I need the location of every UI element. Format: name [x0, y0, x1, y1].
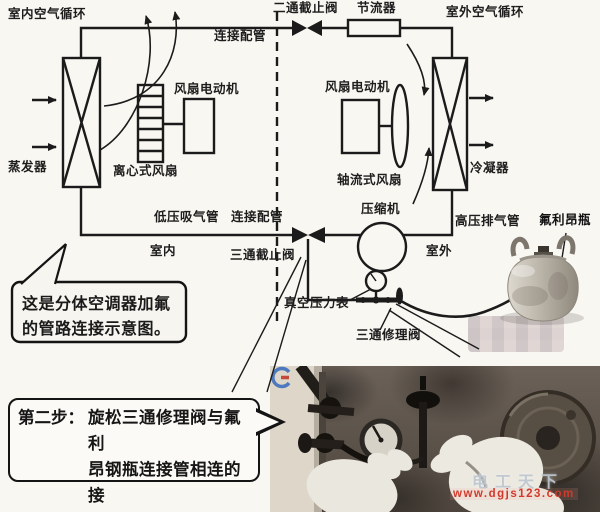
watermark-name: 电工天下: [472, 474, 565, 491]
step-line-2: 昂钢瓶连接管相连的接: [88, 461, 241, 505]
step-prefix: 第二步：: [18, 409, 84, 427]
vacuum-gauge-symbol: [364, 269, 388, 293]
three-way-stop-valve-symbol: [292, 227, 325, 243]
watermark-logo-icon: [271, 366, 291, 389]
manifold-fittings: [360, 287, 403, 305]
label-three-way-repair-valve: 三通修理阀: [356, 328, 422, 342]
label-low-pressure-pipe: 低压吸气管: [154, 210, 220, 224]
label-vacuum-pressure-gauge: 真空压力表: [284, 296, 350, 310]
label-indoor-air-circulation: 室内空气循环: [8, 7, 87, 21]
photo-shapes: [270, 366, 596, 512]
label-compressor: 压缩机: [361, 202, 401, 216]
gauge-line: [306, 239, 356, 302]
glove-left: [306, 449, 413, 512]
label-centrifugal-fan: 离心式风扇: [113, 164, 179, 178]
label-fan-motor-indoor: 风扇电动机: [174, 82, 240, 96]
axial-fan-symbol: [390, 83, 410, 169]
pipe-top-outdoor: [400, 26, 454, 58]
glove-right: [430, 434, 564, 512]
watermark-url: www.dgjs123.com: [450, 488, 578, 500]
fan-motor-box-outdoor: [340, 98, 381, 155]
centrifugal-fan-symbol: [136, 83, 165, 164]
label-outdoor-air-circulation: 室外空气循环: [446, 5, 525, 19]
label-three-way-stop-valve: 三通截止阀: [230, 248, 296, 262]
callout-text: 这是分体空调器加氟 的管路连接示意图。: [22, 292, 182, 342]
two-way-stop-valve-symbol: [292, 20, 322, 36]
censored-mosaic: [468, 316, 564, 352]
label-evaporator: 蒸发器: [8, 160, 48, 174]
throttle-box: [346, 18, 402, 38]
glove-shadow: [465, 460, 488, 489]
label-throttle: 节流器: [357, 1, 397, 15]
label-connecting-pipe-top: 连接配管: [214, 29, 267, 43]
evaporator-symbol: [61, 56, 102, 189]
pipe-high-pressure: [403, 190, 454, 237]
label-two-way-stop-valve: 二通截止阀: [273, 1, 339, 15]
callout-line1: 这是分体空调器加氟: [22, 296, 171, 313]
label-freon-bottle: 氟利昂瓶: [539, 213, 592, 227]
callout-line2: 的管路连接示意图。: [22, 321, 171, 338]
photo-step2: 电工天下 www.dgjs123.com: [270, 366, 600, 512]
step-note-text: 旋松三通修理阀与氟利 昂钢瓶连接管相连的接 头螺母。: [88, 405, 252, 505]
compressor-symbol: [356, 221, 408, 273]
step-line-1: 旋松三通修理阀与氟利: [88, 409, 241, 453]
condenser-symbol: [431, 56, 469, 192]
label-indoor: 室内: [150, 244, 177, 258]
label-outdoor: 室外: [426, 244, 453, 258]
charging-hose: [400, 260, 547, 318]
fan-motor-box-indoor: [182, 97, 216, 155]
label-fan-motor-outdoor: 风扇电动机: [325, 80, 391, 94]
label-connecting-pipe-bottom: 连接配管: [231, 210, 284, 224]
label-axial-fan: 轴流式风扇: [337, 173, 403, 187]
label-condenser: 冷凝器: [470, 161, 510, 175]
step-note-bubble: 第二步： 旋松三通修理阀与氟利 昂钢瓶连接管相连的接 头螺母。: [8, 398, 260, 505]
freon-bottle-image: [500, 235, 584, 325]
label-high-pressure-pipe: 高压排气管: [455, 214, 521, 228]
